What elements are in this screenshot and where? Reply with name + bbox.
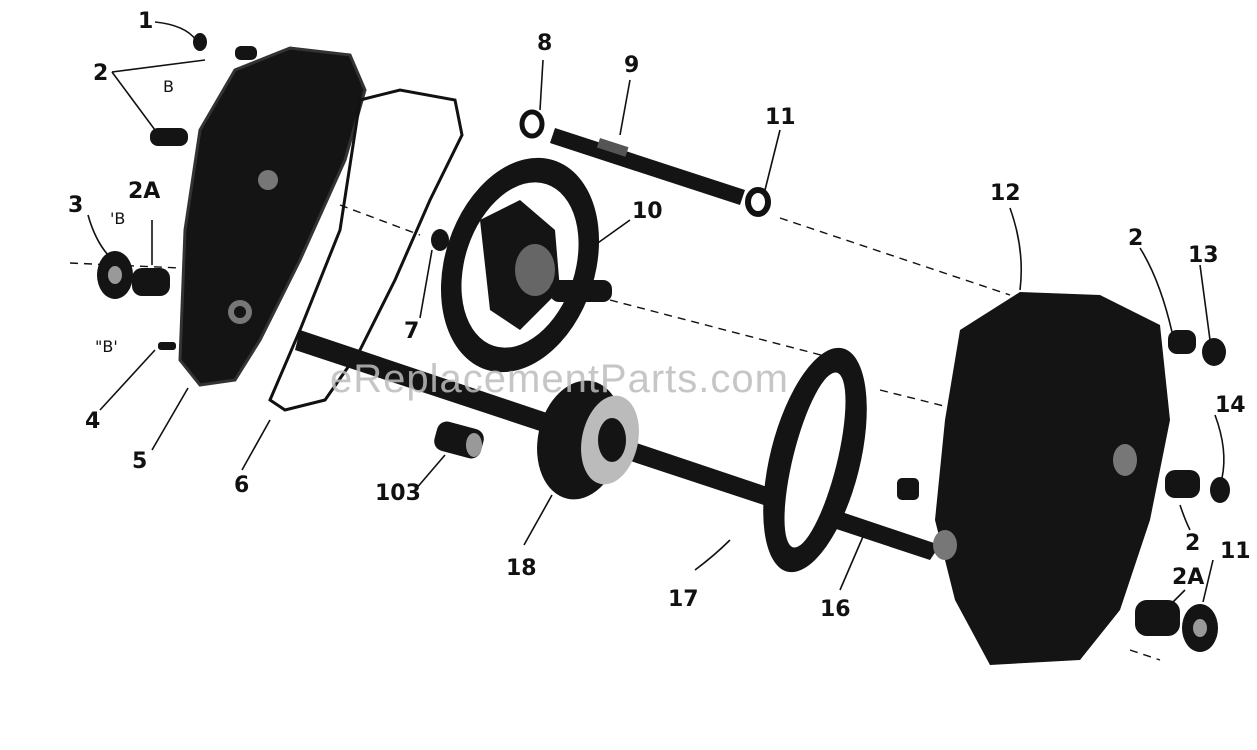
callout-103: 103 (375, 481, 421, 506)
callout-13: 13 (1188, 243, 1219, 268)
sprocket-18 (537, 380, 639, 500)
right-fasteners (1135, 330, 1230, 652)
nut-16 (897, 478, 919, 500)
callout-b: "B' (95, 337, 118, 356)
shaft-9 (550, 128, 745, 205)
callout-9: 9 (624, 53, 639, 78)
alignment-lines (69, 204, 1161, 661)
callout-12: 12 (990, 181, 1021, 206)
gearbox-housing (933, 292, 1170, 665)
cover-plate (178, 46, 367, 387)
callout-2A: 2A (1172, 565, 1204, 590)
callout-2: 2 (93, 61, 108, 86)
washer-11 (745, 187, 771, 217)
callout-2: 2 (1185, 531, 1200, 556)
callout-3: 3 (68, 193, 83, 218)
callout-7: 7 (404, 319, 419, 344)
callout-11: 11 (1220, 539, 1251, 564)
callout-17: 17 (668, 587, 699, 612)
callout-18: 18 (506, 556, 537, 581)
callout-11: 11 (765, 105, 796, 130)
watermark: eReplacementParts.com (330, 357, 789, 401)
callout-b: 'B (110, 209, 125, 228)
callout-1: 1 (138, 9, 153, 34)
callout-6: 6 (234, 473, 249, 498)
callout-5: 5 (132, 449, 147, 474)
callout-14: 14 (1215, 393, 1246, 418)
bushing-103 (434, 421, 484, 459)
callout-8: 8 (537, 31, 552, 56)
callout-b: B (163, 77, 174, 96)
callout-4: 4 (85, 409, 100, 434)
callout-16: 16 (820, 597, 851, 622)
callout-2A: 2A (128, 179, 160, 204)
callout-2: 2 (1128, 226, 1143, 251)
left-fasteners (97, 33, 449, 350)
leader-lines (87, 21, 1225, 606)
large-gear (440, 157, 612, 373)
callout-labels: 1 2 B 2A 3 'B "B' 4 5 6 7 8 9 10 11 12 2… (68, 9, 1251, 622)
washer-8 (519, 109, 545, 139)
chain-17 (763, 347, 867, 573)
callout-10: 10 (632, 199, 663, 224)
